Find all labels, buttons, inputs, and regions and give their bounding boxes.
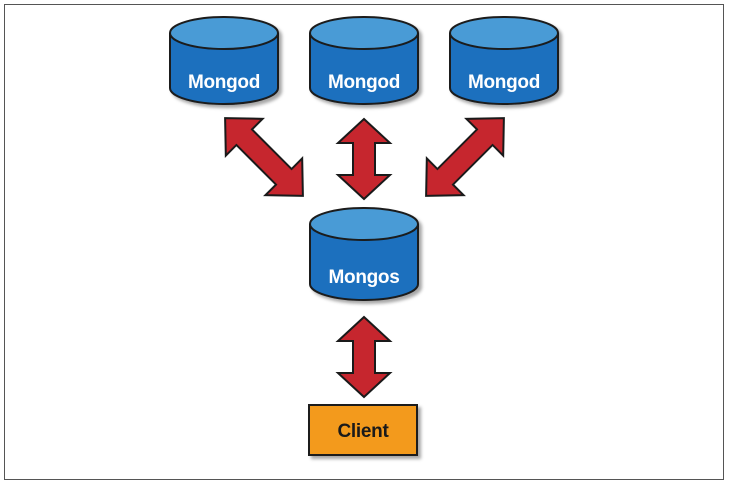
mongod-node-3 xyxy=(449,16,559,105)
arrow-mongod-2-mongos xyxy=(335,117,393,201)
mongos-label: Mongos xyxy=(328,267,399,288)
mongod-node-2 xyxy=(309,16,419,105)
client-label: Client xyxy=(338,421,390,442)
mongod-label-2: Mongod xyxy=(328,72,400,93)
client-node xyxy=(308,404,418,456)
arrow-mongod-1-mongos xyxy=(224,117,304,197)
mongod-label-3: Mongod xyxy=(468,72,540,93)
arrow-mongod-3-mongos xyxy=(425,117,505,197)
arrow-mongos-client xyxy=(335,315,393,399)
mongod-label-1: Mongod xyxy=(188,72,260,93)
mongos-node xyxy=(309,207,419,301)
mongod-node-1 xyxy=(169,16,279,105)
